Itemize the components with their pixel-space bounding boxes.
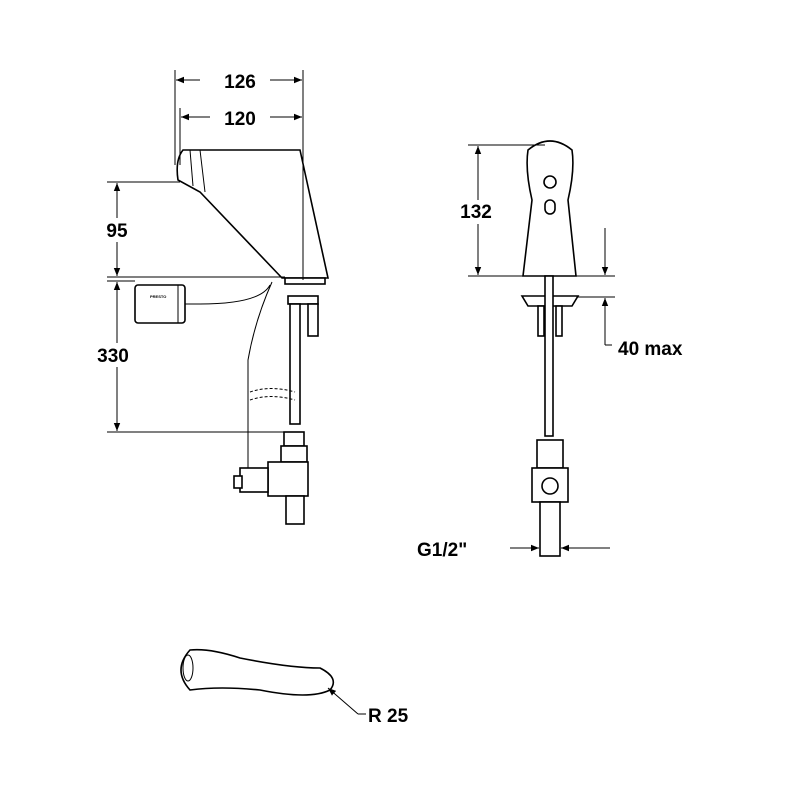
deck-plate — [284, 277, 326, 285]
side-view: PRESTO 126 120 95 330 — [85, 70, 329, 525]
top-spout — [180, 648, 335, 696]
battery-box: PRESTO — [134, 284, 200, 324]
dim-40-max: 40 max — [618, 339, 683, 360]
dim-r25: R 25 — [368, 706, 409, 727]
front-view: 132 40 max G1/2" — [417, 140, 683, 561]
dim-g12: G1/2" — [417, 540, 467, 561]
dim-95: 95 — [106, 221, 128, 242]
spout-body — [176, 149, 329, 279]
dim-132: 132 — [460, 202, 492, 223]
dim-126: 126 — [224, 72, 256, 93]
dim-330: 330 — [97, 346, 129, 367]
dim-120: 120 — [224, 109, 256, 130]
battery-box-logo: PRESTO — [150, 294, 166, 299]
valve-body — [233, 431, 309, 525]
top-view: R 25 — [180, 648, 409, 727]
